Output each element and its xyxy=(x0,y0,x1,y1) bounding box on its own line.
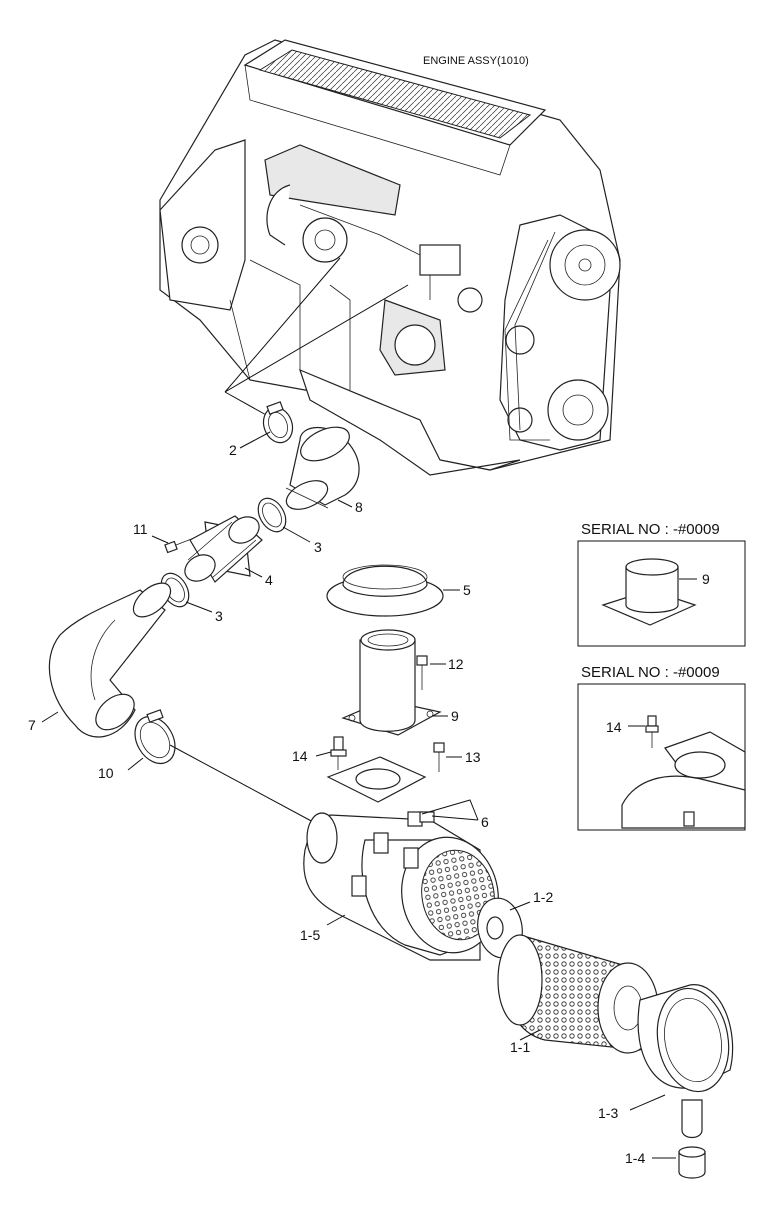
callout-1-3: 1-3 xyxy=(598,1105,618,1121)
callout-1-5: 1-5 xyxy=(300,927,320,943)
gasket xyxy=(326,756,427,803)
clamp-3-upper xyxy=(257,497,287,533)
callout-2: 2 xyxy=(229,442,237,458)
riser-tube-9 xyxy=(341,629,442,736)
inset-top-callout: 9 xyxy=(702,571,710,587)
inset-bottom-callout: 14 xyxy=(606,719,622,735)
callout-1-1: 1-1 xyxy=(510,1039,530,1055)
inset-bottom-title: SERIAL NO : -#0009 xyxy=(581,664,720,681)
inset-top-title: SERIAL NO : -#0009 xyxy=(581,521,720,538)
bolt-12 xyxy=(416,655,428,690)
callout-3-upper: 3 xyxy=(314,539,322,555)
callout-10: 10 xyxy=(98,765,114,781)
elbow-hose-8 xyxy=(285,426,360,510)
vacuator-valve-1-4 xyxy=(678,1146,706,1179)
leader-10-aircleaner xyxy=(169,744,316,824)
restriction-indicator-14 xyxy=(330,736,347,770)
filter-element-1-1 xyxy=(497,934,659,1054)
end-cap-1-3 xyxy=(637,984,734,1139)
engine-title: ENGINE ASSY(1010) xyxy=(423,55,529,67)
callout-13: 13 xyxy=(465,749,481,765)
callout-5: 5 xyxy=(463,582,471,598)
elbow-hose-7 xyxy=(48,582,172,738)
callout-1-4: 1-4 xyxy=(625,1150,645,1166)
callout-9: 9 xyxy=(451,708,459,724)
clamp-10 xyxy=(134,709,176,765)
inset-bottom-detail xyxy=(621,715,746,829)
clamp-2 xyxy=(262,401,294,444)
flange-tube-4 xyxy=(184,515,263,583)
callout-6: 6 xyxy=(481,814,489,830)
callout-1-2: 1-2 xyxy=(533,889,553,905)
air-cleaner-housing-1-5 xyxy=(303,812,499,961)
callout-7: 7 xyxy=(28,717,36,733)
callout-14: 14 xyxy=(292,748,308,764)
callout-11: 11 xyxy=(133,521,148,537)
bolt-13 xyxy=(433,742,445,772)
inset-top-riser xyxy=(601,558,697,626)
callout-3-lower: 3 xyxy=(215,608,223,624)
leader-engine-intake xyxy=(224,257,409,417)
callout-4: 4 xyxy=(265,572,273,588)
callout-12: 12 xyxy=(448,656,464,672)
rain-cap-5 xyxy=(326,564,444,617)
engine-assembly xyxy=(159,39,621,476)
callout-8: 8 xyxy=(355,499,363,515)
brackets-6 xyxy=(407,811,435,827)
